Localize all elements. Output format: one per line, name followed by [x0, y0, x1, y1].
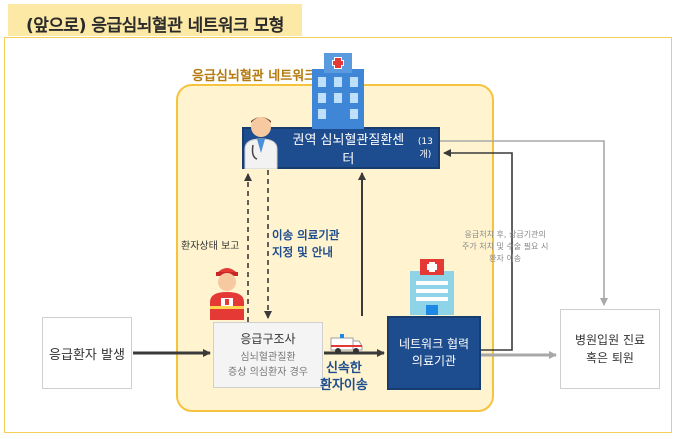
- partner-hospital-box: 네트워크 협력 의료기관: [387, 316, 481, 390]
- assign-label-line2: 지정 및 안내: [272, 245, 333, 259]
- rapid-transfer-line2: 환자이송: [320, 378, 368, 393]
- patient-occurrence-box: 응급환자 발생: [42, 317, 132, 389]
- paramedic-box: 응급구조사 심뇌혈관질환 증상 의심환자 경우: [213, 322, 323, 388]
- rapid-transfer-line1: 신속한: [325, 361, 362, 376]
- page-title: (앞으로) 응급심뇌혈관 네트워크 모형: [26, 16, 284, 36]
- transfer-note-line1: 응급처치 후, 상급기관의: [464, 230, 546, 239]
- network-label: 응급심뇌혈관 네트워크: [192, 69, 317, 84]
- regional-center-name: 권역 심뇌혈관질환센터: [292, 133, 405, 167]
- hospital-tower-icon: [312, 53, 364, 129]
- patient-occurrence-text: 응급환자 발생: [49, 347, 125, 363]
- paramedic-icon: [210, 268, 244, 320]
- regional-center-count: (13개): [417, 136, 433, 160]
- assign-label-line1: 이송 의료기관: [272, 228, 340, 242]
- partner-hospital-line1: 네트워크 협력: [398, 337, 470, 351]
- transfer-note: 응급처치 후, 상급기관의 주가 처치 및 수술 필요 시 환자 이송: [462, 229, 548, 265]
- paramedic-line2: 증상 의심환자 경우: [228, 367, 308, 378]
- doctor-icon: [244, 117, 278, 169]
- ambulance-icon: [330, 334, 363, 354]
- assign-label: 이송 의료기관 지정 및 안내: [272, 227, 339, 261]
- outcome-line2: 혹은 퇴원: [586, 351, 634, 365]
- outcome-line1: 병원입원 진료: [574, 333, 646, 347]
- paramedic-title: 응급구조사: [240, 332, 296, 346]
- outcome-box: 병원입원 진료 혹은 퇴원: [560, 309, 660, 389]
- rapid-transfer-label: 신속한 환자이송: [320, 360, 368, 394]
- transfer-note-line2: 주가 처치 및 수술 필요 시: [462, 242, 549, 251]
- partner-hospital-line2: 의료기관: [411, 354, 457, 368]
- partner-hospital-icon: [410, 259, 454, 315]
- arrow-partner-loop-to-center: [443, 149, 513, 351]
- title-tab: (앞으로) 응급심뇌혈관 네트워크 모형: [8, 4, 302, 36]
- arrow-center-to-outcome: [440, 140, 608, 306]
- transfer-note-line3: 환자 이송: [489, 254, 522, 263]
- paramedic-line1: 심뇌혈관질환: [240, 352, 296, 363]
- report-label: 환자상태 보고: [181, 241, 240, 252]
